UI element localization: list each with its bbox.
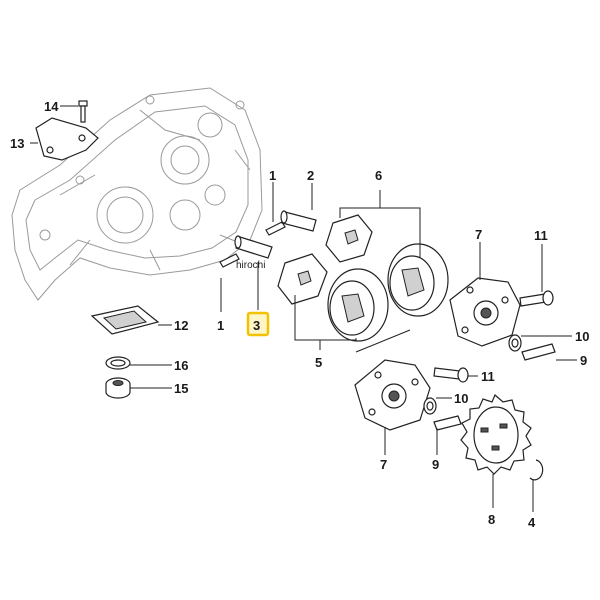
crankcase-housing	[11, 87, 263, 301]
seal-ring-part-16	[105, 356, 131, 370]
callout-11-upper: 11	[534, 228, 548, 243]
bolt-part-11-lower	[433, 367, 469, 383]
callout-8: 8	[488, 512, 495, 527]
callout-14: 14	[44, 99, 59, 114]
bolt-part-11-upper	[519, 290, 554, 307]
callout-1-upper: 1	[269, 168, 276, 183]
inner-rotor-part-5	[277, 253, 328, 305]
callout-13: 13	[10, 136, 24, 151]
bolt-part-14	[78, 100, 88, 123]
callout-15: 15	[174, 381, 188, 396]
leader-lines	[30, 105, 577, 512]
shaft-part-2	[280, 210, 317, 232]
callout-6: 6	[375, 168, 382, 183]
callout-12: 12	[174, 318, 188, 333]
callout-1-lower: 1	[217, 318, 224, 333]
pin-part-9-lower	[433, 415, 462, 431]
callout-5: 5	[315, 355, 322, 370]
callout-10-upper: 10	[575, 329, 589, 344]
callout-4: 4	[528, 515, 536, 530]
callout-3: 3	[253, 318, 260, 333]
callout-9-lower: 9	[432, 457, 439, 472]
outer-rotor-part-5	[327, 268, 389, 342]
pin-part-1-upper	[265, 221, 286, 236]
cover-plate-part-13	[35, 117, 99, 161]
plug-part-15	[105, 377, 131, 399]
sprocket-part-8	[460, 394, 532, 475]
callout-7-upper: 7	[475, 227, 482, 242]
callout-11-lower: 11	[481, 369, 495, 384]
highlight-box-part-3	[246, 311, 270, 337]
pin-part-1-lower	[219, 253, 240, 268]
watermark-text: hirochi	[236, 260, 265, 271]
inner-rotor-part-6	[325, 214, 373, 263]
shaft-part-3	[234, 235, 273, 259]
washer-part-10-upper	[508, 334, 522, 352]
pump-cover-part-7-upper	[449, 277, 521, 347]
callout-10-lower: 10	[454, 391, 468, 406]
outer-rotor-part-6	[387, 243, 449, 317]
pin-part-9-upper	[521, 343, 556, 361]
circlip-part-4	[529, 459, 544, 481]
callout-2: 2	[307, 168, 314, 183]
callout-9-upper: 9	[580, 353, 587, 368]
gasket-part-12	[90, 305, 160, 335]
pump-cover-part-7-lower	[354, 359, 431, 431]
washer-part-10-lower	[423, 397, 437, 415]
callout-16: 16	[174, 358, 188, 373]
callout-7-lower: 7	[380, 457, 387, 472]
